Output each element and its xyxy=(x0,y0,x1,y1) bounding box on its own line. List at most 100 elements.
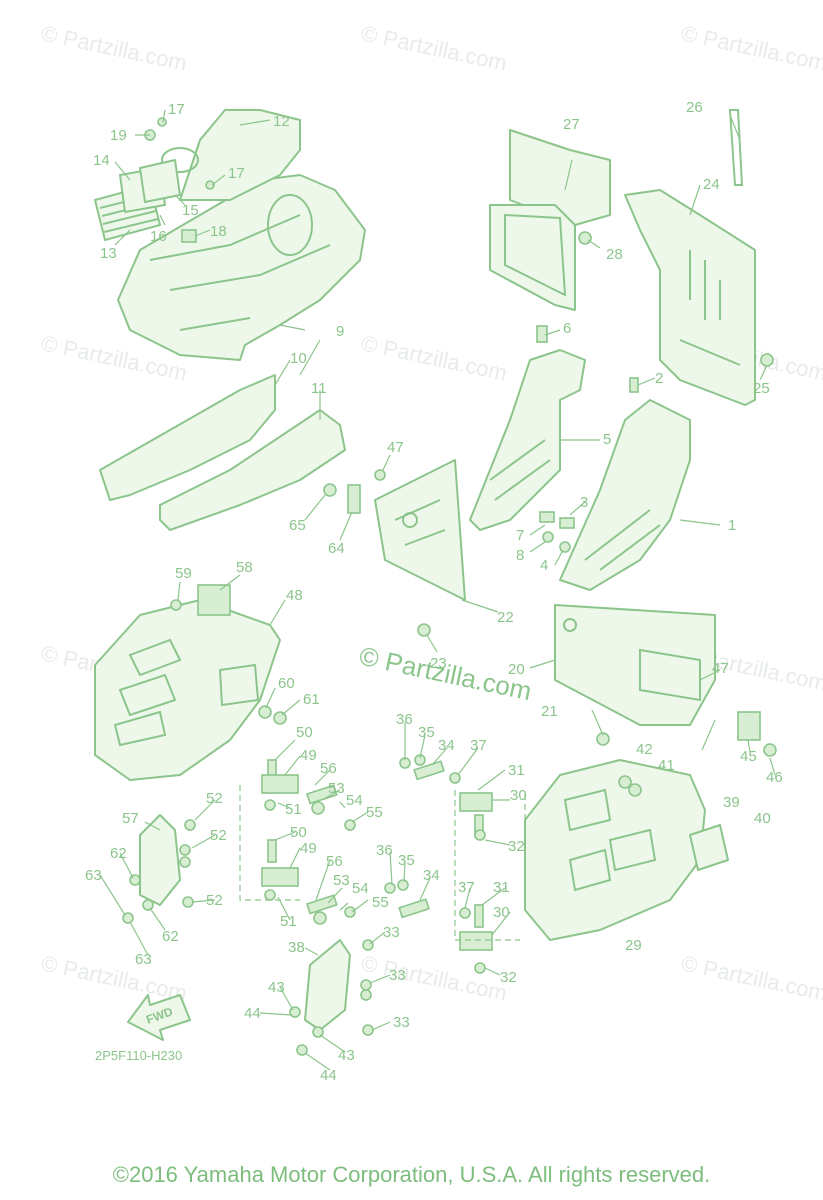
callout-20: 20 xyxy=(508,661,525,678)
fwd-arrow: FWD xyxy=(127,994,191,1041)
callout-53b: 53 xyxy=(333,872,350,889)
callout-33c: 33 xyxy=(393,1014,410,1031)
watermark: © Partzilla.com xyxy=(359,330,509,385)
callout-3: 3 xyxy=(580,494,588,511)
callout-49b: 49 xyxy=(300,840,317,857)
callout-7: 7 xyxy=(516,527,524,544)
guard-bracket-part xyxy=(139,814,351,1031)
callout-39: 39 xyxy=(723,794,740,811)
callout-2: 2 xyxy=(655,370,663,387)
watermark: © Partzilla.com xyxy=(679,20,823,75)
callout-24: 24 xyxy=(703,176,720,193)
side-duct-part xyxy=(99,374,346,531)
copyright-notice: ©2016 Yamaha Motor Corporation, U.S.A. A… xyxy=(112,1162,711,1187)
callout-31: 31 xyxy=(508,762,525,779)
callout-27: 27 xyxy=(563,116,580,133)
callout-46: 46 xyxy=(766,769,783,786)
callout-11: 11 xyxy=(311,380,327,397)
watermark: © Partzilla.com xyxy=(39,20,189,75)
callout-52: 52 xyxy=(206,790,223,807)
callout-54b: 54 xyxy=(352,880,369,897)
callout-63b: 63 xyxy=(135,951,152,968)
callout-25: 25 xyxy=(753,380,770,397)
callout-35: 35 xyxy=(418,724,435,741)
callout-15: 15 xyxy=(182,202,199,219)
callout-56: 56 xyxy=(320,760,337,777)
callout-53: 53 xyxy=(328,780,345,797)
right-cover-part xyxy=(624,189,756,406)
callout-17: 17 xyxy=(168,101,185,118)
callout-65: 65 xyxy=(289,517,306,534)
callout-38: 38 xyxy=(288,939,305,956)
vent-grille-part xyxy=(94,159,181,241)
callout-43b: 43 xyxy=(338,1047,355,1064)
callout-18: 18 xyxy=(210,223,227,240)
callout-22: 22 xyxy=(497,609,514,626)
callout-37b: 37 xyxy=(458,879,475,896)
callout-14: 14 xyxy=(93,152,110,169)
lower-cover-part xyxy=(554,604,716,726)
callout-36: 36 xyxy=(396,711,413,728)
callout-26: 26 xyxy=(686,99,703,116)
callout-45: 45 xyxy=(740,748,757,765)
callout-58: 58 xyxy=(236,559,253,576)
rear-panel-part xyxy=(489,129,611,311)
callout-1: 1 xyxy=(728,517,736,534)
callout-52c: 52 xyxy=(206,892,223,909)
callout-51: 51 xyxy=(285,801,302,818)
callout-48: 48 xyxy=(286,587,303,604)
callout-47b: 47 xyxy=(712,660,729,677)
callout-layer: 1 2 3 4 5 6 7 8 9 10 11 12 13 14 15 16 1… xyxy=(85,99,783,1084)
callout-55: 55 xyxy=(366,804,383,821)
callout-4: 4 xyxy=(540,557,548,574)
callout-52b: 52 xyxy=(210,827,227,844)
callout-37: 37 xyxy=(470,737,487,754)
callout-23: 23 xyxy=(430,655,447,672)
callout-40: 40 xyxy=(754,810,771,827)
watermark: © Partzilla.com xyxy=(359,20,509,75)
callout-43: 43 xyxy=(268,979,285,996)
tie-strap-part xyxy=(728,109,744,186)
upper-shroud-part xyxy=(117,109,366,361)
callout-31b: 31 xyxy=(493,879,510,896)
callout-32b: 32 xyxy=(500,969,517,986)
callout-32: 32 xyxy=(508,838,525,855)
callout-44: 44 xyxy=(244,1005,261,1022)
callout-9: 9 xyxy=(336,323,344,340)
callout-59: 59 xyxy=(175,565,192,582)
callout-51b: 51 xyxy=(280,913,297,930)
diagram-code: 2P5F110-H230 xyxy=(95,1048,182,1063)
callout-56b: 56 xyxy=(326,853,343,870)
callout-21: 21 xyxy=(541,703,558,720)
callout-57: 57 xyxy=(122,810,139,827)
callout-12: 12 xyxy=(273,113,290,130)
callout-60: 60 xyxy=(278,675,295,692)
left-side-cover-part xyxy=(94,599,281,781)
callout-6: 6 xyxy=(563,320,571,337)
callout-49: 49 xyxy=(300,747,317,764)
callout-35b: 35 xyxy=(398,852,415,869)
side-panel-part xyxy=(469,349,691,591)
callout-5: 5 xyxy=(603,431,611,448)
callout-61: 61 xyxy=(303,691,320,708)
leader-lines xyxy=(99,109,776,1071)
callout-63: 63 xyxy=(85,867,102,884)
callout-10: 10 xyxy=(290,350,307,367)
callout-62: 62 xyxy=(110,845,127,862)
callout-44b: 44 xyxy=(320,1067,337,1084)
callout-47: 47 xyxy=(387,439,404,456)
callout-28: 28 xyxy=(606,246,623,263)
callout-8: 8 xyxy=(516,547,524,564)
right-side-cover-part xyxy=(524,759,729,941)
callout-36b: 36 xyxy=(376,842,393,859)
callout-55b: 55 xyxy=(372,894,389,911)
hardware-layer xyxy=(122,117,777,1056)
callout-33: 33 xyxy=(383,924,400,941)
callout-50b: 50 xyxy=(290,824,307,841)
callout-62b: 62 xyxy=(162,928,179,945)
callout-50: 50 xyxy=(296,724,313,741)
callout-30: 30 xyxy=(510,787,527,804)
callout-54: 54 xyxy=(346,792,363,809)
watermark: © Partzilla.com xyxy=(39,950,189,1005)
